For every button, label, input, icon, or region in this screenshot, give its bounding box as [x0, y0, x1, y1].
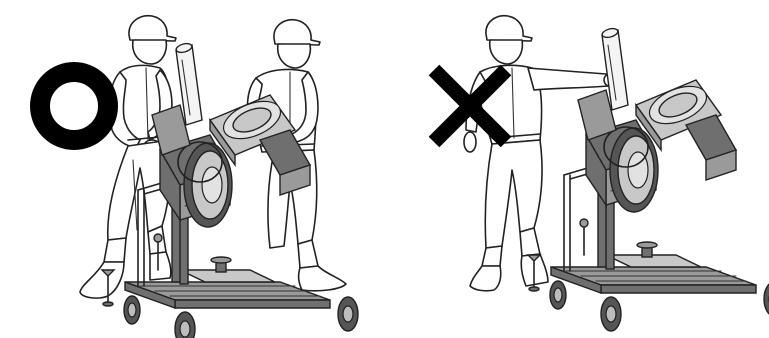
incorrect-panel: [434, 16, 769, 331]
correct-circle-mark: [40, 72, 108, 140]
correct-panel: [40, 16, 358, 338]
